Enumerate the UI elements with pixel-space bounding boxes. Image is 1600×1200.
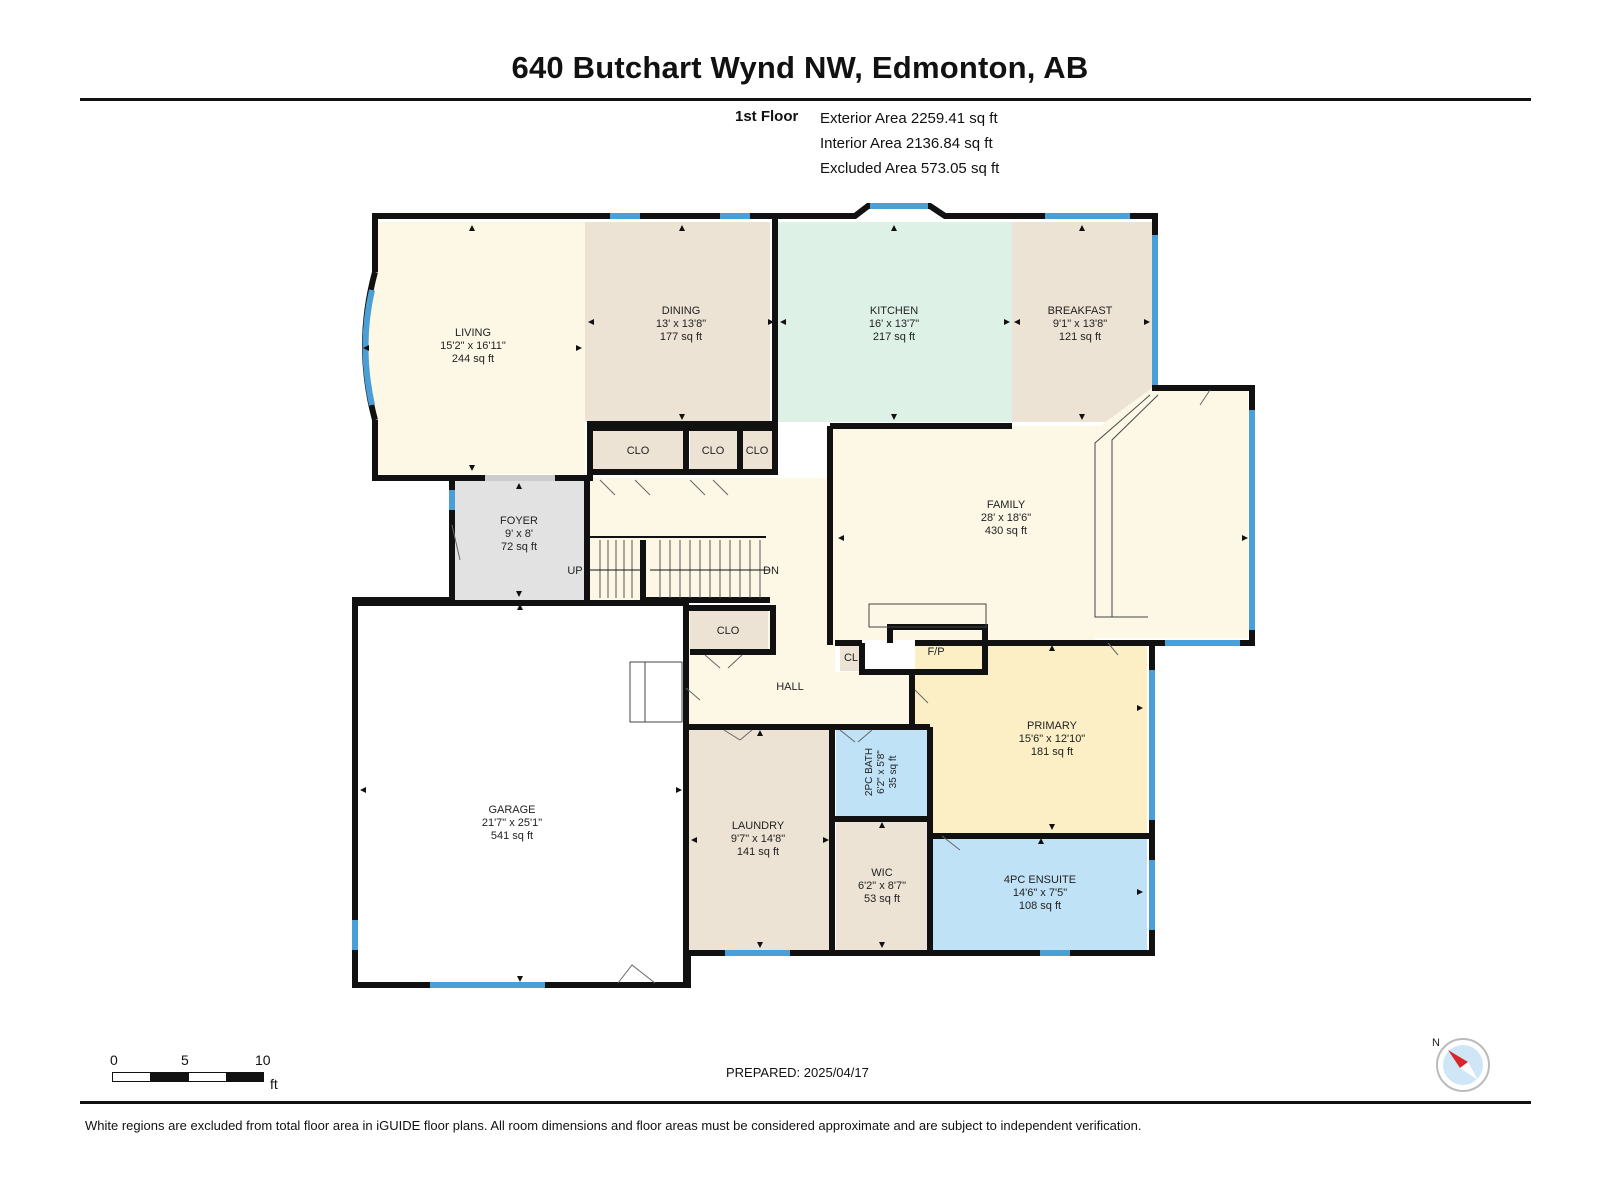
scale-unit: ft	[270, 1076, 278, 1092]
dining-fill	[585, 222, 770, 422]
room-family-dims: 28' x 18'6"	[981, 512, 1031, 524]
prepared-date: PREPARED: 2025/04/17	[726, 1065, 869, 1080]
room-ensuite-area: 108 sq ft	[1019, 900, 1061, 912]
compass-needle-north	[1448, 1050, 1468, 1068]
breakfast-fill	[1012, 222, 1152, 422]
footer-divider	[80, 1101, 1531, 1104]
room-primary-name: PRIMARY	[1027, 720, 1078, 732]
dimension-ticks	[360, 225, 1248, 982]
laundry-fill	[688, 730, 830, 950]
clo-label-1: CLO	[627, 445, 650, 457]
fireplace-wall	[835, 624, 988, 675]
room-garage-name: GARAGE	[488, 804, 535, 816]
fp-label: F/P	[927, 646, 944, 658]
interior-area: Interior Area 2136.84 sq ft	[820, 135, 993, 152]
room-dining-area: 177 sq ft	[660, 331, 702, 343]
family-fill	[835, 388, 1248, 640]
clo-label-4: CLO	[717, 625, 740, 637]
compass-north-label: N	[1432, 1037, 1440, 1049]
room-laundry-name: LAUNDRY	[732, 820, 785, 832]
scale-tick-5: 5	[181, 1052, 189, 1068]
room-primary-dims: 15'6" x 12'10"	[1019, 733, 1086, 745]
room-labels: LIVING 15'2" x 16'11" 244 sq ft DINING 1…	[440, 305, 1112, 912]
stair-dn-label: DN	[763, 565, 779, 577]
clo3-fill	[743, 430, 773, 470]
room-ensuite-dims: 14'6" x 7'5"	[1013, 887, 1067, 899]
bath-walls	[832, 727, 933, 953]
room-kitchen-name: KITCHEN	[870, 305, 918, 317]
details	[629, 394, 1159, 723]
garage-wall	[355, 600, 689, 985]
room-breakfast-dims: 9'1" x 13'8"	[1053, 318, 1107, 330]
room-foyer-area: 72 sq ft	[501, 541, 537, 553]
hall-label: HALL	[776, 681, 804, 693]
room-wic-area: 53 sq ft	[864, 893, 900, 905]
room-ensuite-name: 4PC ENSUITE	[1004, 874, 1076, 886]
disclaimer: White regions are excluded from total fl…	[85, 1118, 1142, 1133]
doors	[451, 389, 1211, 984]
room-wic-name: WIC	[871, 867, 892, 879]
foyer-fill	[452, 478, 587, 600]
clo-label-3: CLO	[746, 445, 769, 457]
room-wic-dims: 6'2" x 8'7"	[858, 880, 906, 892]
room-bath-area: 35 sq ft	[888, 755, 899, 788]
stairs	[590, 536, 770, 598]
stair-up-label: UP	[567, 565, 582, 577]
room-laundry-area: 141 sq ft	[737, 846, 779, 858]
page-title: 640 Butchart Wynd NW, Edmonton, AB	[511, 50, 1089, 85]
header-divider	[80, 98, 1531, 101]
room-foyer-dims: 9' x 8'	[505, 528, 533, 540]
scale-tick-0: 0	[110, 1052, 118, 1068]
room-family-area: 430 sq ft	[985, 525, 1027, 537]
room-laundry-dims: 9'7" x 14'8"	[731, 833, 785, 845]
ensuite-fill	[932, 836, 1147, 950]
room-bath-dims: 6'2" x 5'8"	[876, 750, 887, 794]
floor-label: 1st Floor	[735, 108, 799, 125]
excluded-area: Excluded Area 573.05 sq ft	[820, 160, 1000, 177]
bath-fill	[836, 730, 928, 816]
compass: N	[1432, 1037, 1490, 1092]
room-garage-dims: 21'7" x 25'1"	[482, 817, 542, 829]
scale-tick-10: 10	[255, 1052, 271, 1068]
room-primary-area: 181 sq ft	[1031, 746, 1073, 758]
windows	[352, 203, 1255, 988]
room-dining-dims: 13' x 13'8"	[656, 318, 706, 330]
exterior-area: Exterior Area 2259.41 sq ft	[820, 110, 998, 127]
room-kitchen-dims: 16' x 13'7"	[869, 318, 919, 330]
room-living-name: LIVING	[455, 327, 491, 339]
wic-fill	[836, 822, 928, 950]
room-foyer-name: FOYER	[500, 515, 538, 527]
room-family-name: FAMILY	[987, 499, 1026, 511]
clo2-fill	[690, 430, 740, 470]
clo1-fill	[592, 430, 684, 470]
room-breakfast-area: 121 sq ft	[1059, 331, 1101, 343]
clo-label-2: CLO	[702, 445, 725, 457]
hall-closet-wall	[686, 605, 776, 655]
room-dining-name: DINING	[662, 305, 701, 317]
primary-walls	[909, 640, 1152, 839]
clo4-fill	[690, 610, 768, 650]
scale-bar: 0 5 10 ft	[110, 1052, 310, 1092]
room-breakfast-name: BREAKFAST	[1048, 305, 1113, 317]
room-living-dims: 15'2" x 16'11"	[440, 340, 506, 352]
room-kitchen-area: 217 sq ft	[873, 331, 915, 343]
cl-label: CL	[844, 652, 858, 664]
living-fill	[367, 222, 585, 474]
area-summary: Exterior Area 2259.41 sq ft Interior Are…	[820, 106, 999, 181]
room-garage-area: 541 sq ft	[491, 830, 533, 842]
kitchen-fill	[775, 222, 1012, 422]
compass-needle-south	[1460, 1062, 1478, 1080]
closets-wall	[590, 425, 778, 475]
room-bath-name: 2PC BATH	[864, 748, 875, 796]
room-living-area: 244 sq ft	[452, 353, 494, 365]
